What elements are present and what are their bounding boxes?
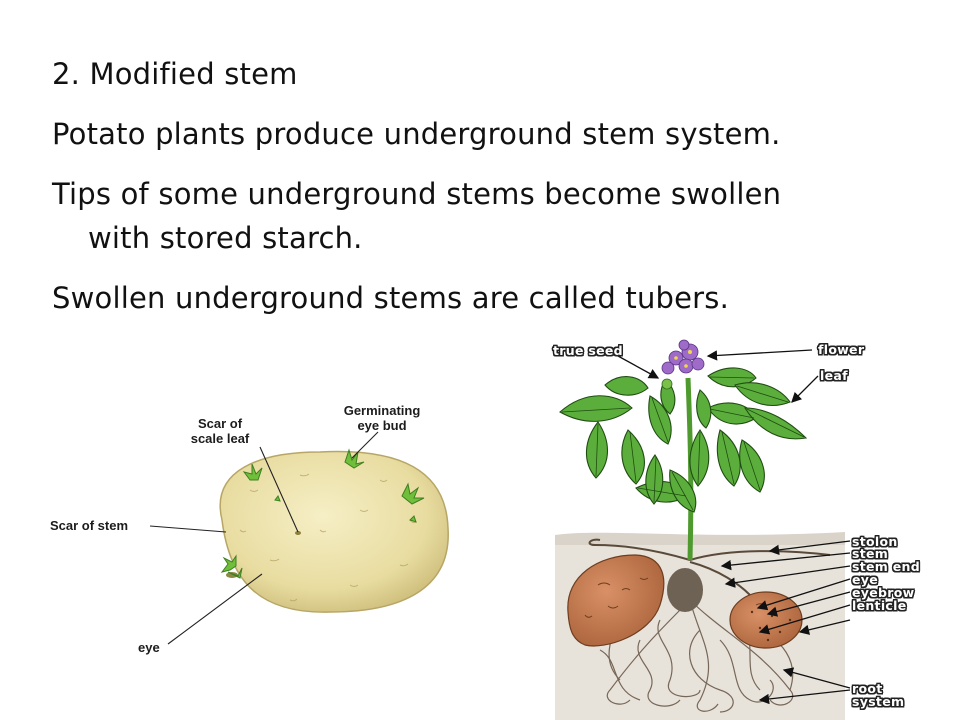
label-eyebrow: eyebrow — [852, 585, 915, 600]
label-scar-of-stem: Scar of stem — [50, 518, 129, 533]
germinating-buds — [220, 448, 425, 579]
potato-tuber — [219, 450, 449, 613]
label-plant-eye: eye — [852, 572, 879, 587]
bullet-2: Tips of some underground stems become sw… — [52, 177, 782, 211]
label-flower: flower — [818, 342, 865, 357]
bullet-1: Potato plants produce underground stem s… — [52, 117, 781, 151]
label-root: root — [852, 681, 883, 696]
stem-scar-mark — [226, 572, 238, 578]
bullet-2-continued: with stored starch. — [88, 221, 363, 255]
label-lenticle: lenticle — [852, 598, 907, 613]
label-scar-of-scale-leaf-line2: scale leaf — [190, 431, 250, 446]
label-germinating-eye-bud: Germinating eye bud — [330, 403, 434, 433]
plant-label-arrows — [617, 349, 851, 705]
label-eye: eye — [138, 640, 160, 655]
label-leaf: leaf — [820, 368, 848, 383]
seed-piece — [667, 568, 703, 612]
label-system: system — [852, 694, 905, 709]
label-scar-of-scale-leaf-line1: Scar of — [197, 416, 243, 431]
stem-and-leaves — [559, 367, 808, 612]
label-stem: stem — [852, 546, 889, 561]
slide-text-block: 2. Modified stem Potato plants produce u… — [52, 52, 932, 320]
slide-heading: 2. Modified stem — [52, 57, 298, 91]
seed-berry — [661, 378, 673, 390]
bullet-3: Swollen underground stems are called tub… — [52, 281, 730, 315]
label-stem-end: stem end — [852, 559, 920, 574]
tuber-leader-lines — [149, 431, 379, 645]
label-scar-of-scale-leaf: Scar of scale leaf — [180, 416, 260, 446]
label-true-seed: true seed — [553, 343, 623, 358]
roots — [599, 599, 794, 713]
label-stolon: stolon — [852, 534, 898, 549]
label-germinating-line2: eye bud — [357, 418, 407, 433]
label-germinating-line1: Germinating — [343, 403, 421, 418]
flower-cluster — [661, 339, 705, 390]
tubers — [567, 554, 803, 649]
